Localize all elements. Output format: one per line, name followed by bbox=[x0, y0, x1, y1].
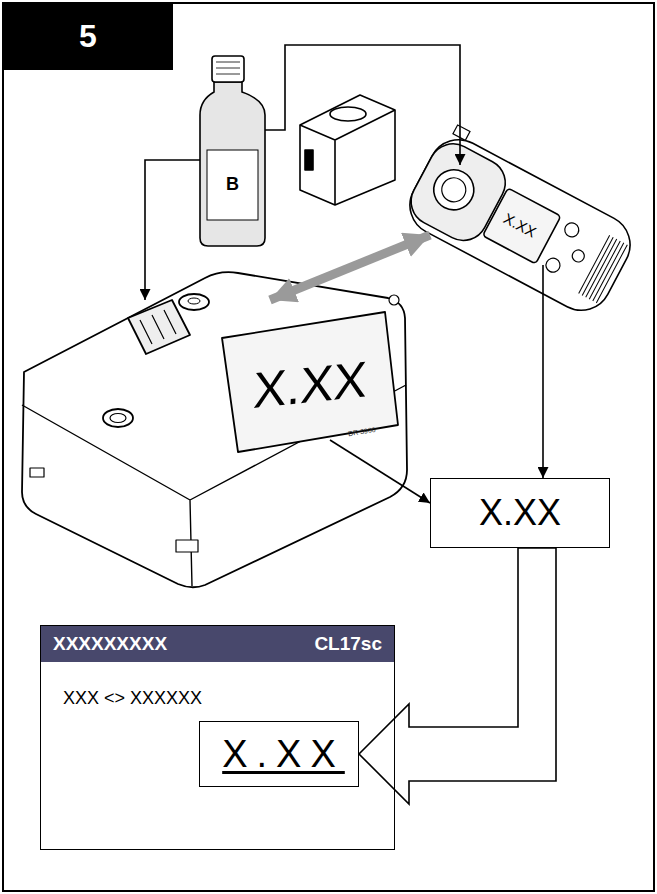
pocket-cell-ring bbox=[438, 174, 470, 206]
node-text: B bbox=[226, 174, 239, 195]
pocket-grip bbox=[579, 235, 628, 303]
step-tab: 5 bbox=[3, 3, 173, 70]
cap-ribs bbox=[216, 62, 240, 74]
model-label: DR 3900 bbox=[348, 426, 376, 437]
screen-header: XXXXXXXXX CL17sc bbox=[41, 626, 394, 662]
pocket-display bbox=[483, 188, 561, 264]
grip-line bbox=[586, 239, 617, 297]
cover-latch bbox=[305, 150, 313, 170]
front-button-ring bbox=[110, 414, 126, 423]
front-button bbox=[103, 409, 133, 427]
node-text: X.XX bbox=[252, 350, 367, 420]
cell-holder bbox=[128, 300, 190, 354]
node-text: X.XX bbox=[479, 492, 561, 534]
node-text: 5 bbox=[79, 18, 97, 55]
frame-border bbox=[3, 3, 654, 891]
benchtop-display: X.XX bbox=[120, 300, 400, 440]
result-box: X.XX bbox=[430, 478, 610, 548]
flow-arrow bbox=[330, 440, 430, 503]
grip-line bbox=[593, 243, 624, 301]
power-button bbox=[389, 295, 399, 305]
flow-arrow bbox=[265, 45, 460, 165]
front-badge bbox=[176, 540, 198, 552]
cover-edge bbox=[300, 110, 395, 205]
node-subtext: XXX <> XXXXXX bbox=[63, 688, 202, 709]
controller-screen: XXXXXXXXX CL17scXXX <> XXXXXX X.XX bbox=[40, 625, 395, 850]
reagent-bottle bbox=[200, 56, 265, 246]
side-port bbox=[30, 468, 44, 477]
pocket-clip bbox=[453, 125, 470, 140]
pocket-button bbox=[570, 248, 586, 264]
pocket-display-node: X.XX bbox=[430, 165, 570, 265]
bottle-body bbox=[200, 82, 265, 246]
lid-knob bbox=[179, 294, 209, 310]
bottle-label-node: B bbox=[200, 100, 265, 246]
hollow-arrow bbox=[359, 548, 556, 804]
measurement-value: X.XX bbox=[199, 721, 359, 787]
pocket-button bbox=[544, 256, 563, 275]
lid-knob-inner bbox=[188, 298, 200, 304]
transfer-arrow bbox=[270, 235, 430, 300]
pocket-cell-holder bbox=[427, 163, 481, 217]
instrument-body bbox=[22, 272, 407, 587]
bottle-label bbox=[207, 150, 258, 220]
node-text: X.XX bbox=[501, 209, 539, 240]
grip-line bbox=[589, 241, 620, 299]
pocket-colorimeter bbox=[399, 121, 644, 321]
grip-line bbox=[596, 245, 627, 303]
grip-line bbox=[582, 237, 613, 295]
pocket-body bbox=[399, 129, 640, 321]
node-text: XXXXXXXXX bbox=[53, 633, 167, 655]
flow-arrow bbox=[145, 160, 200, 300]
display-screen bbox=[222, 312, 398, 452]
cover-opening bbox=[330, 107, 366, 121]
benchtop-instrument bbox=[22, 272, 407, 587]
colorimeter-cover bbox=[300, 95, 395, 205]
cell-slots bbox=[140, 310, 176, 344]
node-subtext: CL17sc bbox=[314, 633, 382, 655]
pocket-button bbox=[562, 220, 581, 239]
flow-arrow bbox=[542, 265, 544, 478]
grip-line bbox=[579, 235, 610, 293]
node-text: X.XX bbox=[213, 733, 345, 776]
bottle-cap bbox=[212, 56, 244, 82]
cover-body bbox=[300, 95, 395, 205]
